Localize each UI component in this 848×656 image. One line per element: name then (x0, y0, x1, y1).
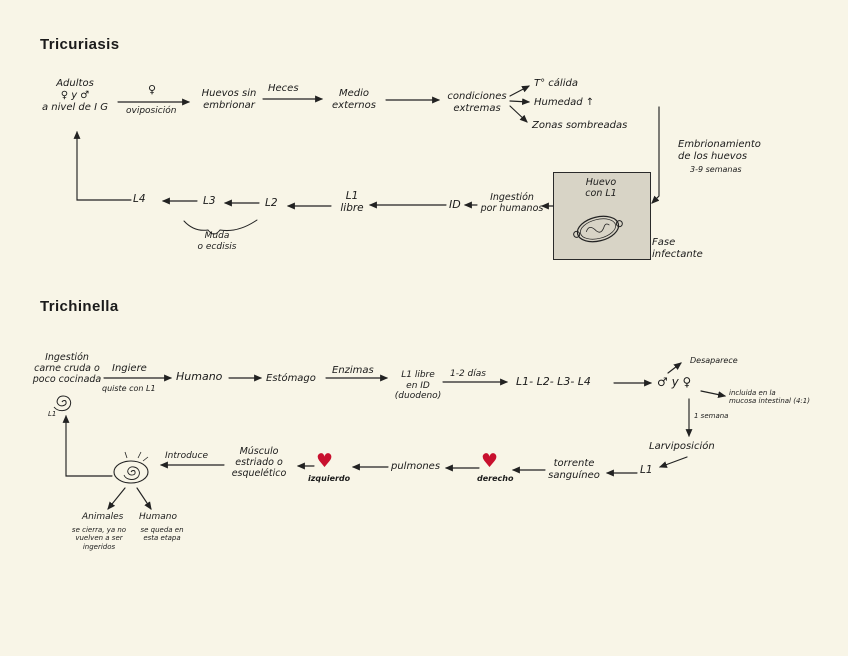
label-inicio-l1: L1 (48, 410, 57, 418)
node-zonas-sombreadas: Zonas sombreadas (532, 120, 628, 131)
node-torrente-sanguineo: torrente sanguíneo (548, 458, 600, 481)
node-animales: Animales (82, 512, 124, 522)
trichinella-arrows (62, 362, 727, 510)
arrow-label-hembra: ♀ (148, 83, 157, 96)
encysted-larva-icon (113, 451, 149, 484)
arrow-label-ingiere: Ingiere (112, 363, 147, 374)
node-medio-externos: Medio externos (332, 88, 376, 111)
arrow-label-dias: 1-2 días (450, 369, 486, 379)
node-l3: L3 (203, 195, 216, 207)
node-adultos: Adultos ♀ y ♂ a nivel de I G (41, 78, 108, 113)
node-l1-second: L1 (640, 464, 653, 476)
note-humano-final: se queda en esta etapa (140, 526, 184, 543)
node-estomago: Estómago (266, 373, 316, 384)
arrow-label-enzimas: Enzimas (332, 365, 374, 376)
heart-right-icon: ♥ (481, 450, 499, 472)
node-temperatura-calida: T° cálida (534, 78, 578, 89)
node-larviposicion: Larviposición (649, 441, 715, 452)
arrow-label-heces: Heces (268, 83, 299, 94)
section-title-tricuriasis: Tricuriasis (40, 36, 120, 53)
label-muda-ecdisis: Muda o ecdisis (197, 231, 237, 252)
node-fase-infectante: Fase infectante (652, 237, 703, 260)
section-title-trichinella: Trichinella (40, 298, 119, 315)
node-embrionamiento-semanas: 3-9 semanas (690, 165, 742, 174)
node-huevos-sin-embrionar: Huevos sin embrionar (201, 88, 257, 111)
node-pulmones: pulmones (391, 461, 441, 472)
node-l2: L2 (265, 197, 278, 209)
node-l1-libre: L1 libre (340, 190, 364, 215)
heart-left-icon: ♥ (316, 450, 334, 472)
node-humano: Humano (176, 370, 223, 383)
node-desaparece: Desaparece (690, 356, 738, 365)
note-mucosa-intestinal: incluida en la mucosa intestinal (4:1) (729, 389, 810, 406)
label-derecho: derecho (477, 474, 514, 483)
arrow-label-quiste: quiste con L1 (102, 384, 156, 393)
trichuris-egg-icon (573, 215, 623, 243)
node-embrionamiento: Embrionamiento de los huevos (678, 139, 761, 162)
node-musculo: Músculo estriado o esquelético (231, 446, 287, 480)
note-animales: se cierra, ya no vuelven a ser ingeridos (71, 526, 127, 551)
node-id: ID (449, 198, 461, 211)
node-l4: L4 (133, 193, 146, 205)
label-izquierdo: izquierdo (308, 474, 351, 483)
node-condiciones-extremas: condiciones extremas (447, 91, 507, 114)
node-humedad: Humedad ↑ (534, 97, 595, 108)
node-l1-libre-id: L1 libre en ID (duodeno) (394, 370, 442, 402)
underbrace (183, 219, 258, 235)
arrow-label-semana: 1 semana (694, 412, 729, 420)
node-ingestion-carne: Ingestión carne cruda o poco cocinada (32, 352, 102, 386)
node-sexos: ♂ y ♀ (657, 375, 692, 389)
arrow-label-oviposicion: oviposición (126, 106, 177, 116)
coiled-larva-icon (53, 395, 72, 412)
node-humano-final: Humano (139, 512, 177, 522)
node-ingestion-por-humanos: Ingestión por humanos (480, 192, 544, 215)
huevo-box-label: Huevo con L1 (585, 177, 617, 200)
arrow-label-introduce: Introduce (165, 451, 208, 461)
node-stages: L1- L2- L3- L4 (516, 375, 591, 388)
tricuriasis-arrows (73, 85, 660, 235)
